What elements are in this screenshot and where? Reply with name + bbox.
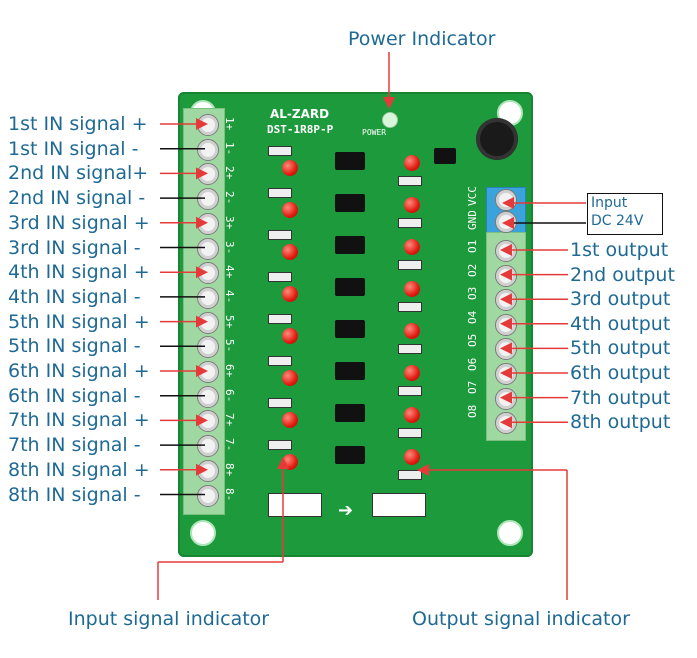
output-resistor-4 <box>398 302 422 312</box>
left-label-15: 8th IN signal + <box>8 458 150 481</box>
input-voltage-jumper <box>268 493 322 517</box>
input-signal-indicator-label: Input signal indicator <box>68 608 270 630</box>
left-screw-14 <box>197 435 219 458</box>
input-led-7 <box>282 412 298 428</box>
right-label-4: 4th output <box>570 312 671 335</box>
mount-hole-bl <box>190 520 216 546</box>
input-resistor-8 <box>268 440 292 450</box>
left-screw-10 <box>197 336 219 359</box>
output-voltage-jumper <box>372 493 426 517</box>
left-label-13: 7th IN signal + <box>8 409 150 432</box>
output-resistor-5 <box>398 344 422 354</box>
input-resistor-6 <box>268 356 292 366</box>
right-label-5: 5th output <box>570 337 671 360</box>
input-box-line2: DC 24V <box>591 213 644 229</box>
left-screw-6 <box>197 237 219 260</box>
right-label-3: 3rd output <box>570 288 671 311</box>
left-label-10: 5th IN signal - <box>8 335 141 358</box>
input-box-line1: Input <box>591 195 628 211</box>
left-label-4: 2nd IN signal - <box>8 187 146 210</box>
optocoupler-7 <box>335 404 365 422</box>
left-screw-16 <box>197 484 219 507</box>
right-label-2: 2nd output <box>570 263 675 286</box>
output-signal-indicator-label: Output signal indicator <box>412 608 630 630</box>
input-resistor-4 <box>268 272 292 282</box>
input-resistor-2 <box>268 188 292 198</box>
left-label-11: 6th IN signal + <box>8 360 150 382</box>
right-label-8: 8th output <box>570 411 671 434</box>
right-label-7: 7th output <box>570 386 671 409</box>
output-led-8 <box>404 449 420 465</box>
capacitor <box>476 118 518 160</box>
output-resistor-3 <box>398 260 422 270</box>
board-model: DST-1R8P-P <box>267 123 334 136</box>
left-screw-4 <box>197 188 219 211</box>
output-resistor-1 <box>398 176 422 186</box>
input-resistor-7 <box>268 398 292 408</box>
direction-arrow-icon: ➔ <box>338 500 354 521</box>
input-led-3 <box>282 244 298 260</box>
left-label-5: 3rd IN signal + <box>8 211 150 234</box>
input-led-1 <box>282 160 298 176</box>
input-power-box: Input DC 24V <box>587 193 663 235</box>
optocoupler-2 <box>335 194 365 212</box>
optocoupler-3 <box>335 236 365 254</box>
left-label-1: 1st IN signal + <box>8 113 148 135</box>
output-resistor-6 <box>398 386 422 396</box>
left-label-16: 8th IN signal - <box>8 483 141 506</box>
right-label-1: 1st output <box>570 239 669 261</box>
input-resistor-3 <box>268 230 292 240</box>
optocoupler-1 <box>335 152 365 170</box>
output-led-7 <box>404 407 420 423</box>
output-led-3 <box>404 239 420 255</box>
power-regulator <box>434 148 456 164</box>
output-led-2 <box>404 197 420 213</box>
left-label-6: 3rd IN signal - <box>8 236 141 259</box>
mount-hole-br <box>497 520 523 546</box>
output-led-1 <box>404 155 420 171</box>
left-screw-8 <box>197 286 219 309</box>
left-label-2: 1st IN signal - <box>8 137 139 160</box>
left-label-9: 5th IN signal + <box>8 310 150 333</box>
output-led-4 <box>404 281 420 297</box>
input-led-4 <box>282 286 298 302</box>
output-led-6 <box>404 365 420 381</box>
power-indicator-label: Power Indicator <box>348 28 496 50</box>
left-label-8: 4th IN signal - <box>8 285 141 308</box>
power-led <box>382 112 398 128</box>
input-led-5 <box>282 328 298 344</box>
left-screw-2 <box>197 138 219 161</box>
left-label-14: 7th IN signal - <box>8 434 141 457</box>
power-silk: POWER <box>362 128 387 137</box>
right-label-6: 6th output <box>570 362 671 384</box>
input-led-6 <box>282 370 298 386</box>
left-label-3: 2nd IN signal+ <box>8 162 149 185</box>
input-resistor-1 <box>268 146 292 156</box>
left-label-12: 6th IN signal - <box>8 384 141 407</box>
optocoupler-6 <box>335 362 365 380</box>
board-brand: AL-ZARD <box>270 107 330 121</box>
output-led-5 <box>404 323 420 339</box>
left-label-7: 4th IN signal + <box>8 261 150 284</box>
input-resistor-5 <box>268 314 292 324</box>
optocoupler-5 <box>335 320 365 338</box>
optocoupler-8 <box>335 446 365 464</box>
optocoupler-4 <box>335 278 365 296</box>
output-resistor-7 <box>398 428 422 438</box>
left-screw-12 <box>197 385 219 408</box>
input-led-2 <box>282 202 298 218</box>
output-resistor-2 <box>398 218 422 228</box>
